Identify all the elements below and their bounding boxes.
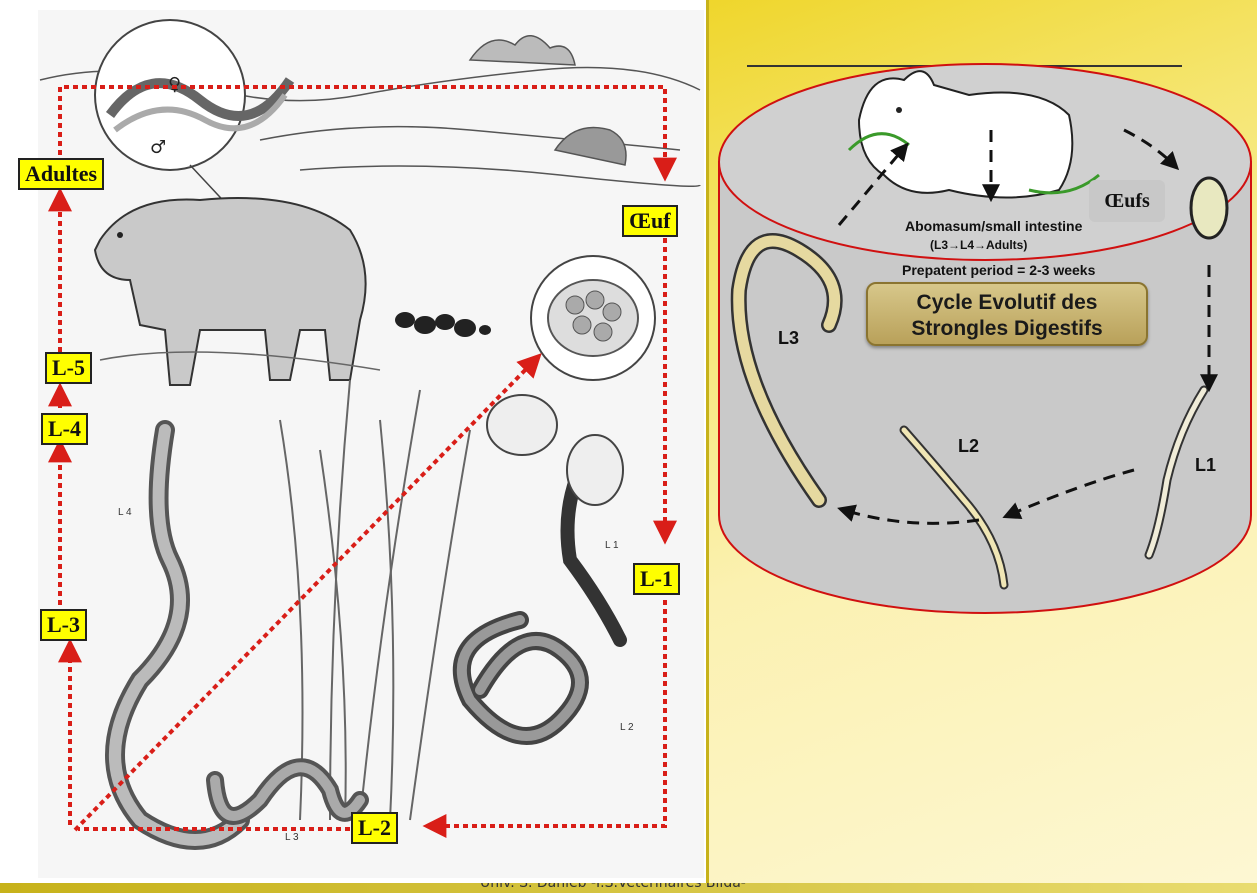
label-oeuf: Œuf (622, 205, 678, 237)
larva-l1-mark: L 1 (605, 540, 619, 551)
larva-l4-mark: L 4 (118, 507, 132, 518)
label-l3: L-3 (40, 609, 87, 641)
host-sequence-text: (L3→L4→Adults) (930, 238, 1027, 252)
label-l1-right: L1 (1195, 455, 1216, 476)
label-adultes: Adultes (18, 158, 104, 190)
label-l5: L-5 (45, 352, 92, 384)
cycle-title-line2: Strongles Digestifs (868, 316, 1146, 342)
prepatent-text: Prepatent period = 2-3 weeks (902, 262, 1095, 278)
host-location-text: Abomasum/small intestine (905, 218, 1082, 234)
label-l2: L-2 (351, 812, 398, 844)
male-symbol: ♂ (150, 137, 166, 158)
label-l4: L-4 (41, 413, 88, 445)
label-l1: L-1 (633, 563, 680, 595)
cylinder-diagram (709, 0, 1257, 700)
egg-drawing (1191, 178, 1227, 238)
footer-text: Univ. S. Dahleb -I.S.Vétérinaires Blida- (480, 883, 746, 891)
female-symbol: ♀ (168, 74, 181, 95)
left-illustration: ♀ ♂ (0, 0, 709, 883)
label-l2-right: L2 (958, 436, 979, 457)
footer-bar: Univ. S. Dahleb -I.S.Vétérinaires Blida- (0, 883, 1257, 893)
egg-magnified-drawing (531, 256, 655, 380)
label-l3-right: L3 (778, 328, 799, 349)
label-oeufs: Œufs (1089, 180, 1165, 222)
larva-l2-mark: L 2 (620, 722, 634, 733)
cycle-title-box: Cycle Evolutif des Strongles Digestifs (866, 282, 1148, 346)
cycle-title-line1: Cycle Evolutif des (868, 290, 1146, 316)
larva-l3-mark: L 3 (285, 832, 299, 843)
